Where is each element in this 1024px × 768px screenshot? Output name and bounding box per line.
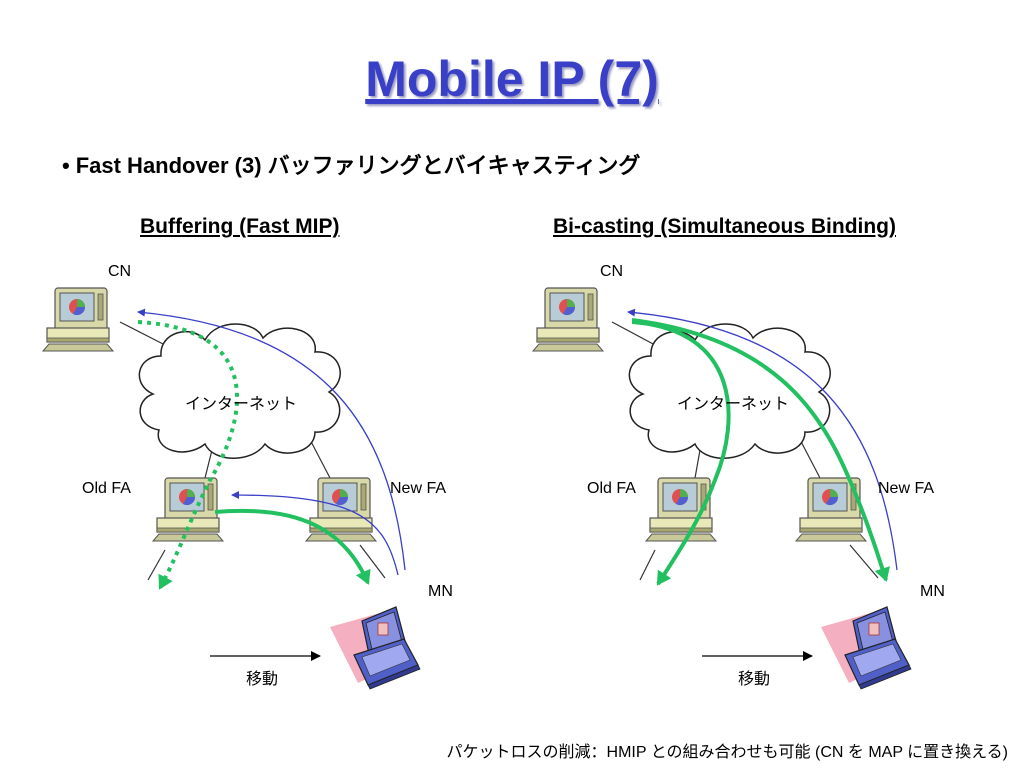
cn-computer-icon bbox=[43, 288, 113, 351]
mn-laptop-icon bbox=[821, 607, 911, 689]
new-fa-computer-icon bbox=[796, 478, 866, 541]
mn-laptop-icon bbox=[330, 607, 420, 689]
cn-label: CN bbox=[600, 263, 623, 281]
oldfa-link-line bbox=[695, 450, 700, 478]
old-fa-label: Old FA bbox=[587, 480, 636, 498]
cn-computer-icon bbox=[533, 288, 603, 351]
internet-label: インターネット bbox=[677, 390, 789, 414]
newfa-antenna-line bbox=[850, 545, 878, 578]
movement-label: 移動 bbox=[738, 665, 770, 689]
mn-label: MN bbox=[428, 583, 453, 601]
old-fa-computer-icon bbox=[153, 478, 223, 541]
old-fa-label: Old FA bbox=[82, 480, 131, 498]
oldfa-antenna-line bbox=[640, 550, 655, 580]
movement-label: 移動 bbox=[246, 665, 278, 689]
old-fa-computer-icon bbox=[646, 478, 716, 541]
cn-label: CN bbox=[108, 263, 131, 281]
new-fa-label: New FA bbox=[390, 480, 446, 498]
oldfa-link-line bbox=[205, 450, 212, 478]
internet-label: インターネット bbox=[185, 390, 297, 414]
new-fa-label: New FA bbox=[878, 480, 934, 498]
new-fa-computer-icon bbox=[306, 478, 376, 541]
oldfa-antenna-line bbox=[148, 550, 165, 580]
footnote-text: パケットロスの削減：HMIP との組み合わせも可能 (CN を MAP に置き換… bbox=[447, 738, 1008, 762]
mn-label: MN bbox=[920, 583, 945, 601]
